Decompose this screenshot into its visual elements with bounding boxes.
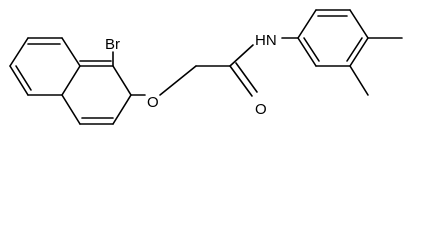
bromine-label: Br (105, 36, 120, 53)
carbonyl-oxygen-label: O (255, 101, 267, 118)
carbonyl-double-bond-b (235, 62, 258, 93)
carbonyl-double-bond-a (229, 65, 253, 97)
naphthalene-right-ring (61, 60, 132, 125)
dimethylphenyl-ring (297, 9, 369, 67)
oxygen-methylene-bond (159, 65, 197, 96)
molecule-structure-diagram: Br O O HN (9, 9, 403, 125)
amide-nitrogen-label: HN (255, 32, 277, 49)
meta-methyl-bond (349, 65, 369, 96)
naphthalene-left-ring (9, 37, 81, 96)
carbonyl-nitrogen-bond (229, 44, 254, 67)
ether-oxygen-label: O (147, 94, 159, 111)
